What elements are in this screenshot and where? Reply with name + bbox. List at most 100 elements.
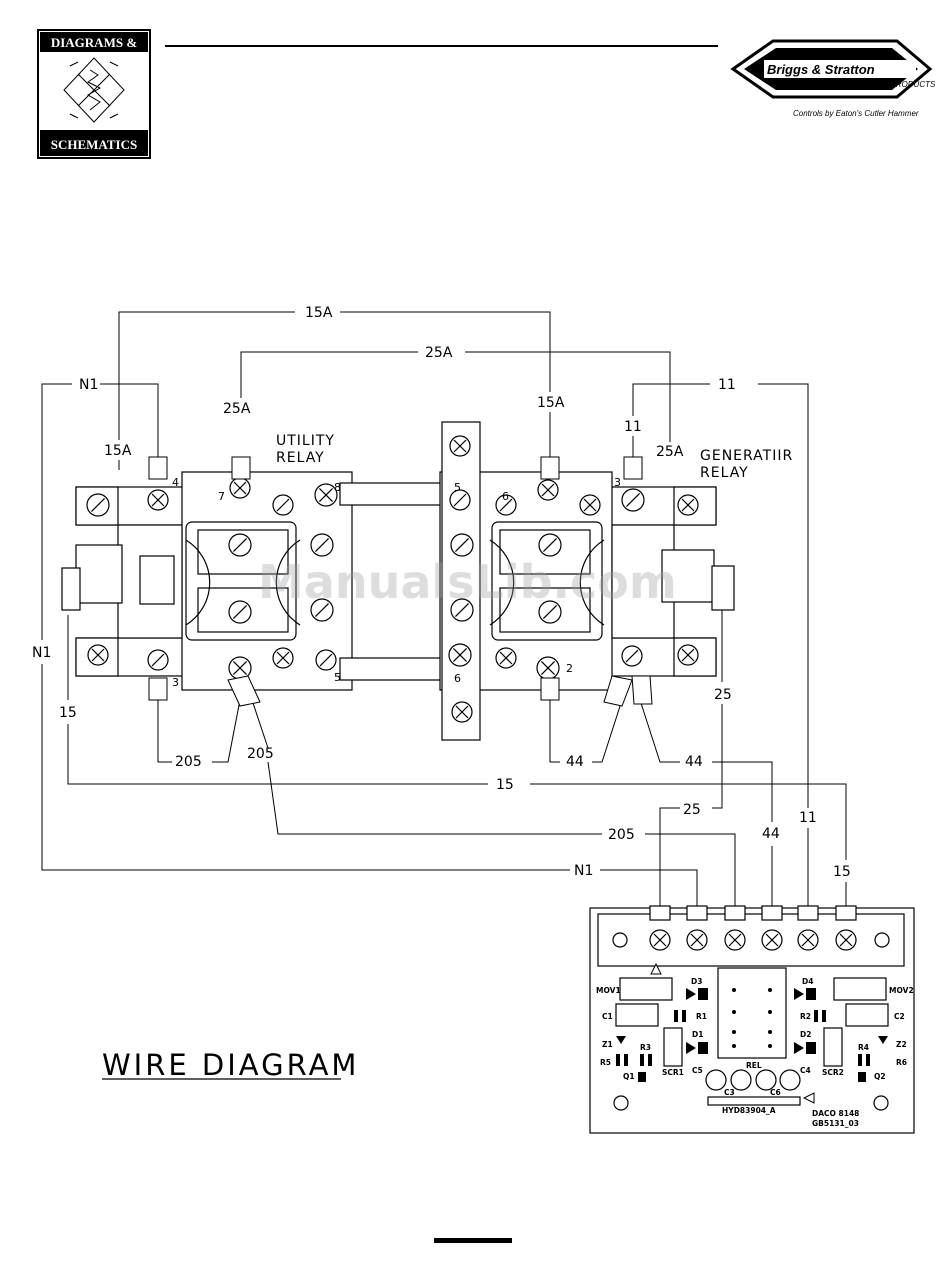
wire-label-44-b: 44 bbox=[685, 754, 703, 770]
label-r6: R6 bbox=[896, 1058, 907, 1067]
screw-terminal-icon bbox=[621, 645, 643, 667]
brand-sub: POWER PRODUCTS bbox=[858, 80, 936, 89]
label-r2: R2 bbox=[800, 1012, 811, 1021]
terminal-number: 2 bbox=[566, 662, 573, 675]
label-c1: C1 bbox=[602, 1012, 613, 1021]
label-c4: C4 bbox=[800, 1066, 811, 1075]
wire-label-15a-left: 15A bbox=[104, 443, 132, 459]
terminal-number: 4 bbox=[172, 476, 179, 489]
screw-terminal-icon bbox=[649, 929, 671, 951]
label-rel: REL bbox=[746, 1061, 762, 1070]
screw-terminal-icon bbox=[310, 598, 334, 622]
label-z1: Z1 bbox=[602, 1040, 613, 1049]
label-d3: D3 bbox=[691, 977, 702, 986]
label-c6: C6 bbox=[770, 1088, 781, 1097]
label-q1: Q1 bbox=[623, 1072, 635, 1081]
schematic-symbol-icon bbox=[63, 57, 125, 123]
wire-label-15a-top: 15A bbox=[305, 305, 333, 321]
wire-label-n1-left: N1 bbox=[79, 377, 98, 393]
screw-terminal-icon bbox=[315, 649, 337, 671]
wire-label-11-board: 11 bbox=[799, 810, 817, 826]
label-mov2: MOV2 bbox=[889, 986, 914, 995]
wire-label-205-b: 205 bbox=[247, 746, 274, 762]
generator-relay-label-2: RELAY bbox=[700, 465, 749, 481]
brand-tagline: Controls by Eaton's Cutler Hammer bbox=[793, 109, 919, 118]
label-gb: GB5131_03 bbox=[812, 1119, 859, 1128]
terminal-number: 6 bbox=[502, 490, 509, 503]
wire-label-25-side: 25 bbox=[714, 687, 732, 703]
label-d2: D2 bbox=[800, 1030, 811, 1039]
screw-terminal-icon bbox=[797, 929, 819, 951]
wire-label-n1-board: N1 bbox=[574, 863, 593, 879]
board-terminal-lug bbox=[649, 905, 671, 921]
label-d1: D1 bbox=[692, 1030, 703, 1039]
screw-terminal-icon bbox=[579, 494, 601, 516]
wire-label-15-board: 15 bbox=[833, 864, 851, 880]
board-terminal-lug bbox=[835, 905, 857, 921]
briggs-stratton-logo: Briggs & Stratton POWER PRODUCTS Control… bbox=[730, 39, 936, 118]
diodes bbox=[616, 988, 888, 1082]
label-d4: D4 bbox=[802, 977, 813, 986]
diagrams-schematics-badge: DIAGRAMS & SCHEMATICS bbox=[37, 29, 151, 159]
screw-terminal-icon bbox=[228, 656, 252, 680]
brand-name: Briggs & Stratton bbox=[767, 62, 875, 77]
wire-label-n1-side: N1 bbox=[32, 645, 51, 661]
screw-terminal-icon bbox=[621, 488, 645, 512]
wire-label-15-side: 15 bbox=[59, 705, 77, 721]
screw-terminal-icon bbox=[450, 598, 474, 622]
relay-rel-pins bbox=[732, 988, 772, 1048]
label-mov1: MOV1 bbox=[596, 986, 621, 995]
wire-label-25a-top: 25A bbox=[425, 345, 453, 361]
wire-label-25a-right: 25A bbox=[656, 444, 684, 460]
terminal-number: 3 bbox=[172, 676, 179, 689]
screw-terminal-icon bbox=[87, 644, 109, 666]
screw-terminal-icon bbox=[677, 494, 699, 516]
wire-label-205-a: 205 bbox=[175, 754, 202, 770]
wire-lugs bbox=[148, 456, 653, 707]
control-board bbox=[589, 905, 915, 1134]
wire-label-25a-left: 25A bbox=[223, 401, 251, 417]
label-c2: C2 bbox=[894, 1012, 905, 1021]
utility-relay-label-2: RELAY bbox=[276, 450, 325, 466]
badge-bottom-text: SCHEMATICS bbox=[51, 137, 137, 152]
screw-terminal-icon bbox=[229, 477, 251, 499]
label-r3: R3 bbox=[640, 1043, 651, 1052]
wire-label-11-top: 11 bbox=[718, 377, 736, 393]
screw-terminal-icon bbox=[272, 647, 294, 669]
screw-terminal-icon bbox=[686, 929, 708, 951]
label-scr2: SCR2 bbox=[822, 1068, 844, 1077]
screw-terminal-icon bbox=[147, 489, 169, 511]
wire-label-11-right: 11 bbox=[624, 419, 642, 435]
screw-terminal-icon bbox=[835, 929, 857, 951]
terminal-number: 5 bbox=[334, 671, 341, 684]
wire-label-25-board: 25 bbox=[683, 802, 701, 818]
screw-terminals bbox=[86, 435, 699, 723]
label-r4: R4 bbox=[858, 1043, 869, 1052]
screw-terminal-icon bbox=[538, 533, 562, 557]
footer-bar bbox=[434, 1238, 512, 1243]
screw-terminal-icon bbox=[724, 929, 746, 951]
label-daco: DACO 8148 bbox=[812, 1109, 859, 1118]
wire-label-44-a: 44 bbox=[566, 754, 584, 770]
screw-terminal-icon bbox=[537, 479, 559, 501]
screw-terminal-icon bbox=[451, 701, 473, 723]
label-q2: Q2 bbox=[874, 1072, 886, 1081]
screw-terminal-icon bbox=[448, 643, 472, 667]
terminal-number: 3 bbox=[614, 476, 621, 489]
label-z2: Z2 bbox=[896, 1040, 907, 1049]
board-terminal-lug bbox=[797, 905, 819, 921]
wire-label-205-board: 205 bbox=[608, 827, 635, 843]
terminal-number: 8 bbox=[334, 481, 341, 494]
pin-indicator-icon bbox=[650, 962, 662, 975]
screw-terminal-icon bbox=[310, 533, 334, 557]
wire-labels: 15A 25A N1 15A 25A 15A 11 11 25A N1 15 2… bbox=[32, 305, 851, 880]
screw-terminal-icon bbox=[495, 494, 517, 516]
screw-terminal-icon bbox=[228, 600, 252, 624]
watermark: ManualsLib.com bbox=[258, 555, 677, 609]
wire-label-15-mid: 15 bbox=[496, 777, 514, 793]
screw-terminal-icon bbox=[761, 929, 783, 951]
utility-relay-label-1: UTILITY bbox=[276, 433, 335, 449]
screw-terminal-icon bbox=[495, 647, 517, 669]
board-terminal-lug bbox=[686, 905, 708, 921]
badge-top-text: DIAGRAMS & bbox=[51, 35, 137, 50]
